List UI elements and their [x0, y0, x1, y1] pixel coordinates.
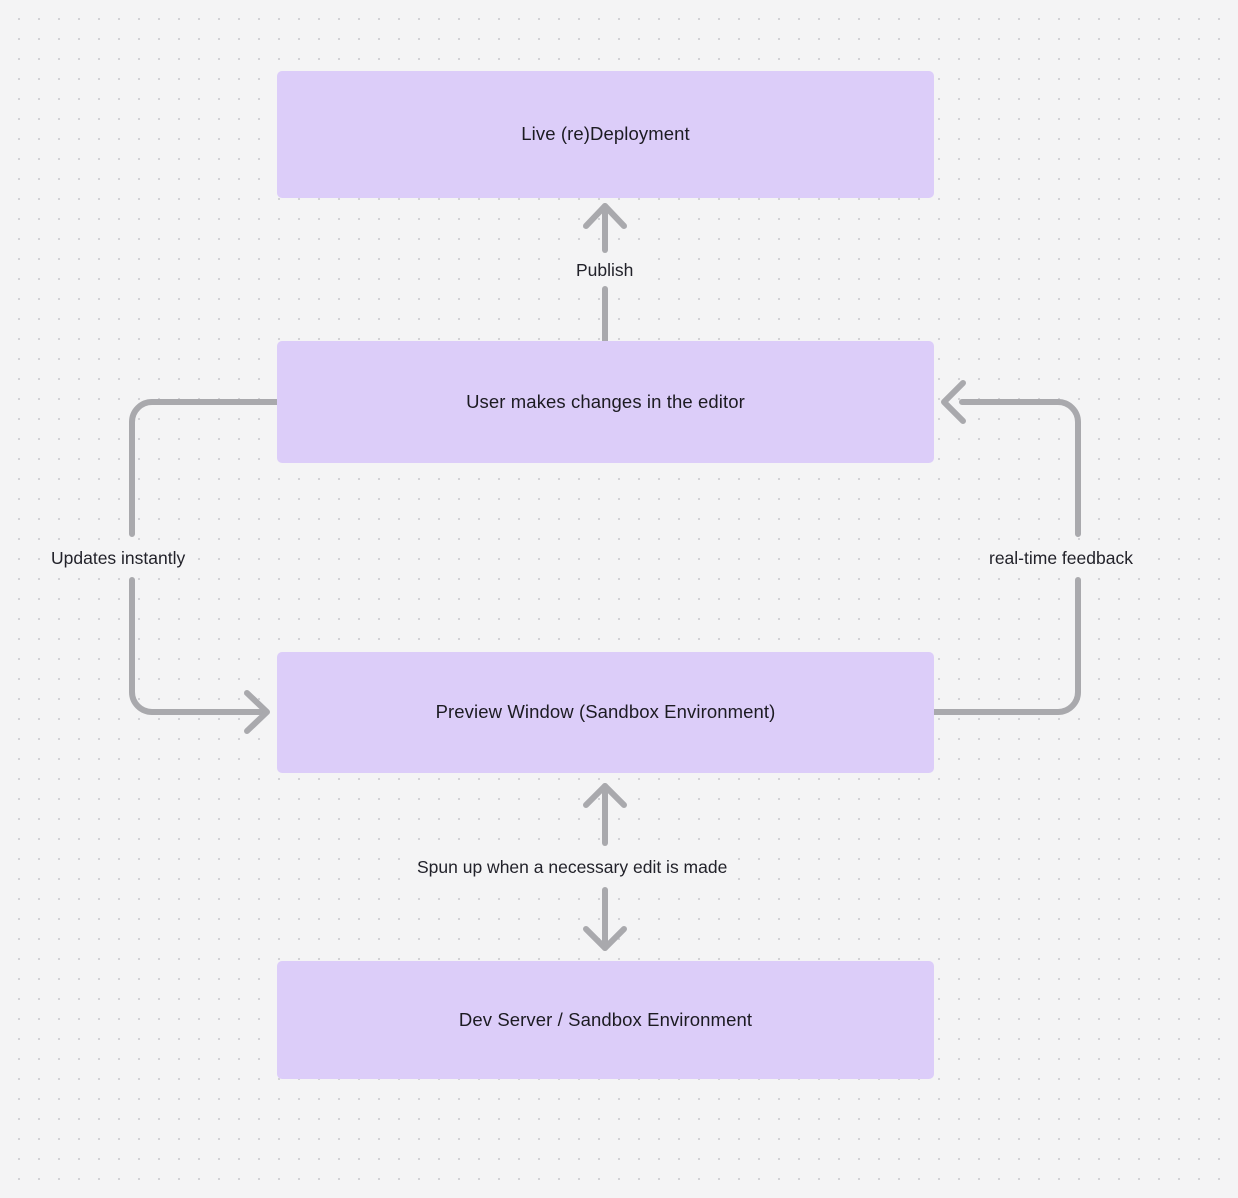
node-dev-server[interactable]: Dev Server / Sandbox Environment: [277, 961, 934, 1079]
edge-updates-line-lower: [129, 577, 268, 715]
node-preview-window-label: Preview Window (Sandbox Environment): [435, 701, 776, 723]
edge-realtime-arrowhead: [941, 380, 966, 424]
edge-realtime-line-upper: [959, 399, 1081, 537]
edge-realtime-line-lower: [931, 577, 1081, 715]
node-user-makes-changes[interactable]: User makes changes in the editor: [277, 341, 934, 463]
edge-publish-arrowhead: [583, 203, 627, 229]
edge-updates-arrowhead: [244, 690, 270, 734]
edge-updates-line-upper: [129, 399, 280, 537]
node-live-redeployment[interactable]: Live (re)Deployment: [277, 71, 934, 198]
node-live-redeployment-label: Live (re)Deployment: [521, 123, 690, 145]
edge-label-publish: Publish: [569, 258, 641, 284]
edge-label-updates-instantly: Updates instantly: [44, 546, 193, 572]
node-user-makes-changes-label: User makes changes in the editor: [466, 390, 745, 412]
edge-label-real-time-feedback: real-time feedback: [982, 546, 1140, 572]
edge-spunup-arrowhead-down: [583, 926, 627, 951]
edge-label-spun-up: Spun up when a necessary edit is made: [410, 855, 735, 881]
edge-spunup-arrowhead-up: [583, 783, 627, 808]
node-preview-window[interactable]: Preview Window (Sandbox Environment): [277, 652, 934, 773]
node-dev-server-label: Dev Server / Sandbox Environment: [458, 1008, 753, 1030]
